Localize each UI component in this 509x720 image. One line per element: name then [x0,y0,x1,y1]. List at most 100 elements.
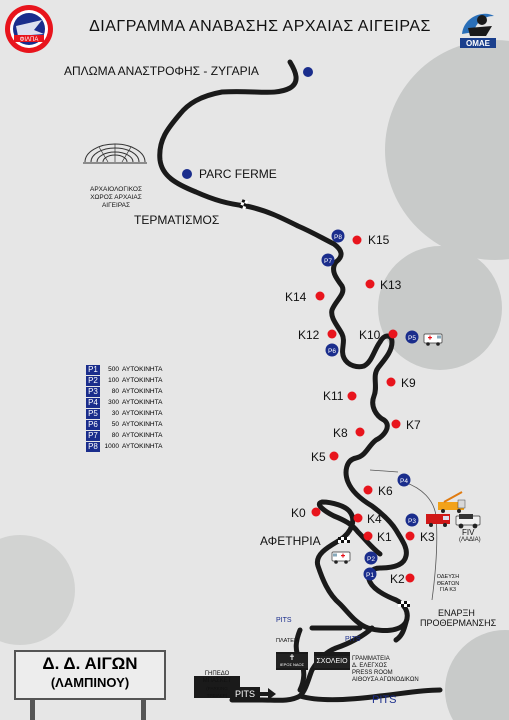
legend-code: P4 [86,397,100,408]
filpa-logo-text: ΦΙΛΠΑ [20,37,39,43]
point-label: K6 [378,484,393,498]
church-label: ΙΕΡΟΣ ΝΑΟΣ [279,662,305,667]
point-k13 [365,279,375,289]
warmup-label-2: ΠΡΟΘΕΡΜΑΝΣΗΣ [420,618,497,628]
ambulance-icon [331,551,351,564]
warmup-flag [398,601,410,607]
point-k3 [405,531,415,541]
point-label: K10 [359,328,381,342]
legend-unit: ΑΥΤΟΚΙΝΗΤΑ [122,443,163,450]
omae-logo-text: ΟΜΑΕ [466,39,491,48]
cross-icon: ✝ [288,653,296,662]
point-k8 [355,427,365,437]
filpa-logo: ΦΙΛΠΑ [4,4,54,54]
point-label: K0 [291,506,306,520]
parking-p3-marker: P3 [405,513,419,527]
church-block-label: ✝ ΙΕΡΟΣ ΝΑΟΣ [276,654,308,668]
legend-unit: ΑΥΤΟΚΙΝΗΤΑ [122,421,163,428]
point-label: K3 [420,530,435,544]
crane-truck-icon [438,491,466,513]
page-title: ΔΙΑΓΡΑΜΜΑ ΑΝΑΒΑΣΗΣ ΑΡΧΑΙΑΣ ΑΙΓΕΙΡΑΣ [89,18,431,35]
point-k0 [311,507,321,517]
point-label: K14 [285,290,307,304]
point-k9 [386,377,396,387]
sign-post-right [141,700,146,720]
legend-code: P5 [86,408,100,419]
svg-text:P2: P2 [367,556,375,563]
basketball-court-label: ΓΗΠΕΔΟ ΜΠΑΣΚΕΤ (PARKING ΤΡΕΙΛΕΡ) [196,671,238,698]
finish-label: ΤΕΡΜΑΤΙΣΜΟΣ [134,213,220,227]
point-k15 [352,235,362,245]
point-label: K15 [368,233,390,247]
fiv-sublabel: (ΛΑΔΙΑ) [459,537,481,543]
parking-p1-marker: P1 [363,567,377,581]
parking-p7-marker: P7 [321,253,335,267]
spectator-route-label: ΟΔΕΥΣΗ ΘΕΑΤΩΝ ΓΙΑ Κ3 [436,574,460,593]
amphitheater-icon [83,143,147,164]
pits-label: PITS [345,636,361,643]
pits-label: PITS [276,617,292,624]
svg-text:P6: P6 [328,348,336,355]
point-label: K11 [323,389,344,403]
pits-label: PITS [372,694,397,706]
legend-code: P3 [86,386,100,397]
svg-text:P3: P3 [408,518,416,525]
pits-label-box: PITS [230,687,260,701]
rescue-truck-icon [426,514,450,527]
fiv-label: FIV [462,528,475,537]
finish-flag [239,199,249,210]
secretariat-line-3: PRESS ROOM [352,670,393,676]
point-k14 [315,291,325,301]
jeep-icon [455,514,481,529]
parking-p4-marker: P4 [397,473,411,487]
legend-unit: ΑΥΤΟΚΙΝΗΤΑ [122,399,163,406]
legend-unit: ΑΥΤΟΚΙΝΗΤΑ [122,388,163,395]
legend-count: 100 [108,377,119,384]
legend-code: P7 [86,430,100,441]
bg-circle-right [378,246,502,370]
ambulance-icon [423,333,443,346]
village-sign: Δ. Δ. ΑΙΓΩΝ (ΛΑΜΠΙΝΟΥ) [14,650,166,700]
point-label: K7 [406,418,421,432]
bg-circle-bottom-right [445,630,509,720]
secretariat-line-4: ΑΙΘΟΥΣΑ ΑΓΩΝΟΔΙΚΩΝ [352,677,419,683]
pits-arrow [258,688,276,700]
svg-text:P7: P7 [324,258,332,265]
archaeological-site-label: ΑΡΧΑΙΟΛΟΓΙΚΟΣ ΧΩΡΟΣ ΑΡΧΑΙΑΣ ΑΙΓΕΙΡΑΣ [90,186,142,209]
svg-text:P4: P4 [400,478,408,485]
warmup-label-1: ΕΝΑΡΞΗ [438,608,475,618]
point-k11 [347,391,357,401]
legend-unit: ΑΥΤΟΚΙΝΗΤΑ [122,432,163,439]
legend-count: 500 [108,366,119,373]
legend-count: 80 [111,388,119,395]
turnaround-label: ΑΠΛΩΜΑ ΑΝΑΣΤΡΟΦΗΣ - ΖΥΓΑΡΙΑ [64,64,259,78]
legend-count: 30 [111,410,119,417]
point-k4 [353,513,363,523]
parking-p2-marker: P2 [364,551,378,565]
point-k6 [363,485,373,495]
course-road [157,59,410,633]
point-k2 [405,573,415,583]
point-k12 [327,329,337,339]
legend-count: 80 [111,432,119,439]
point-label: K13 [380,278,402,292]
parc-ferme-point [182,169,192,179]
parc-ferme-label: PARC FERME [199,167,277,181]
parking-p6-marker: P6 [325,343,339,357]
point-label: K1 [377,530,392,544]
village-sign-name: Δ. Δ. ΑΙΓΩΝ [42,654,138,673]
bg-circle-top-right [385,40,509,260]
point-k5 [329,451,339,461]
point-label: K4 [367,512,382,526]
point-k10 [388,329,398,339]
bg-circle-bottom-left [0,535,75,645]
